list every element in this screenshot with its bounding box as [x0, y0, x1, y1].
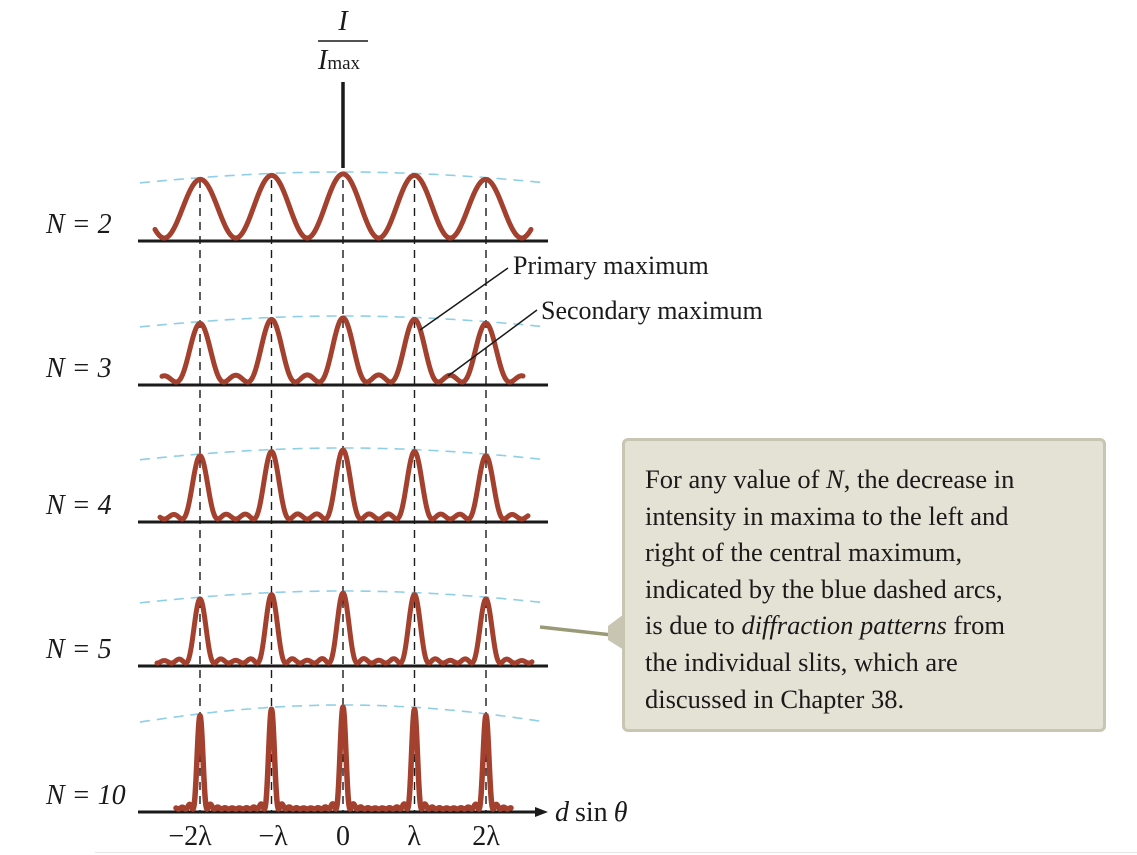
intensity-curve [173, 704, 514, 812]
intensity-curve [154, 590, 535, 666]
secondary-maximum-label: Secondary maximum [541, 296, 763, 325]
callout-pointer-tab [608, 614, 624, 650]
callout-line: discussed in Chapter 38. [645, 683, 905, 714]
envelope-arcs [139, 171, 546, 723]
primary-maximum-pointer [419, 267, 509, 331]
callout-line: is due to diffraction patterns from [645, 610, 1005, 641]
x-tick-label: 0 [336, 821, 350, 852]
explanation-callout: For any value of N, the decrease in inte… [622, 438, 1106, 732]
callout-line: right of the central maximum, [645, 537, 963, 568]
x-tick-label: −λ [258, 821, 288, 852]
envelope-arc [139, 704, 546, 723]
baselines [138, 239, 548, 814]
y-axis-label-numerator: I [337, 6, 349, 37]
y-axis-label-denominator: Imax [317, 45, 361, 76]
intensity-curve [157, 447, 531, 522]
callout-line: the individual slits, which are [645, 646, 958, 677]
x-tick-label: 2λ [472, 821, 500, 852]
callout-pointer-line [539, 625, 613, 637]
row-labels: N = 2 N = 3 N = 4 N = 5 N = 10 [45, 209, 126, 811]
intensity-curve [152, 171, 534, 241]
intensity-curve [159, 315, 526, 385]
x-axis-arrowhead [535, 807, 548, 817]
peak-guide-lines [199, 180, 487, 812]
row-label: N = 4 [45, 490, 112, 521]
x-tick-label: −2λ [168, 821, 212, 852]
callout-line: indicated by the blue dashed arcs, [645, 573, 1003, 604]
callout-line: For any value of N, the decrease in [645, 464, 1015, 494]
row-label: N = 5 [45, 634, 112, 665]
bottom-rule [95, 852, 1137, 853]
intensity-curves [152, 171, 535, 812]
primary-maximum-label: Primary maximum [513, 251, 709, 280]
callout-line: intensity in maxima to the left and [645, 500, 1009, 531]
x-tick-labels: −2λ −λ 0 λ 2λ [168, 821, 500, 852]
row-label: N = 2 [45, 209, 112, 240]
secondary-maximum-pointer [447, 309, 538, 377]
x-tick-label: λ [407, 821, 421, 852]
row-label: N = 3 [45, 353, 112, 384]
row-label: N = 10 [45, 780, 126, 811]
